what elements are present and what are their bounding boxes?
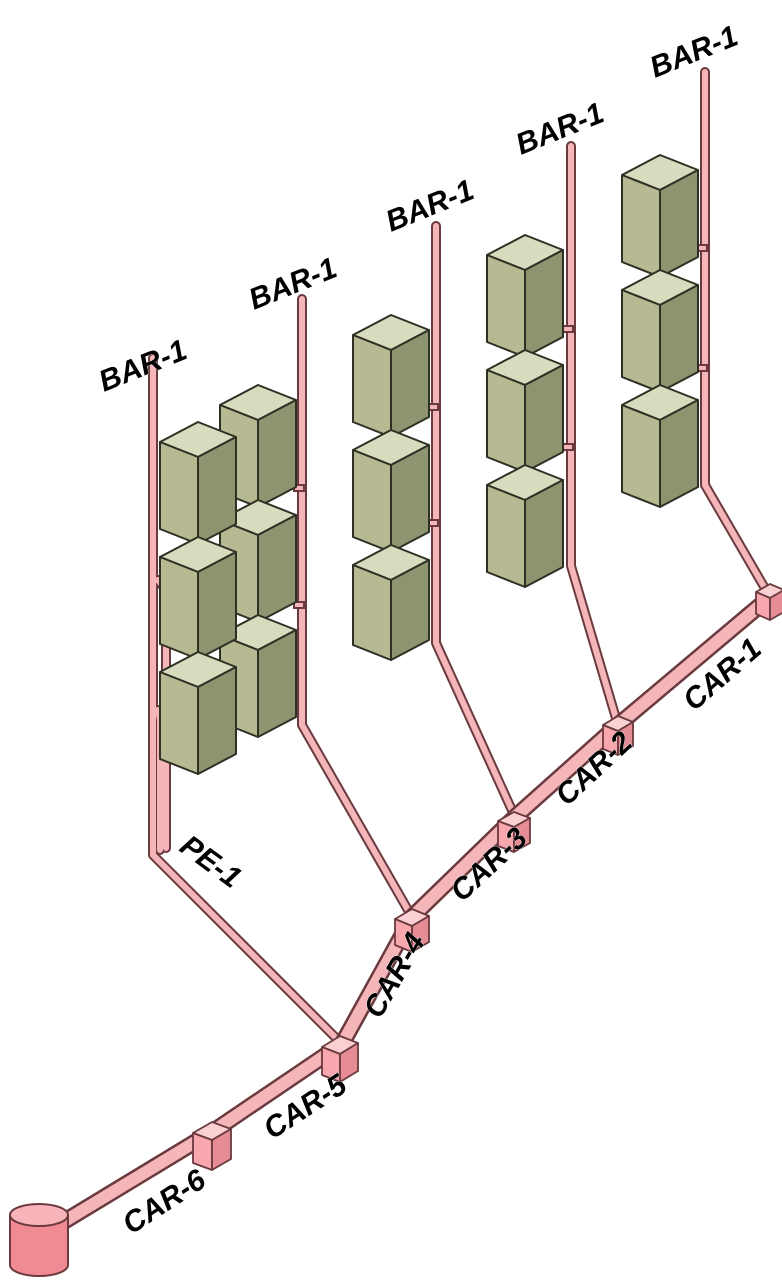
equipment-box <box>621 384 699 508</box>
branch-pipe-2 <box>299 296 415 920</box>
label-car-5: CAR-5 <box>258 1068 354 1146</box>
connector-car-4-node <box>394 908 430 953</box>
connector-car-6-node <box>192 1121 232 1171</box>
equipment-box <box>219 614 297 738</box>
equipment-box <box>621 154 699 278</box>
stub <box>293 601 305 609</box>
label-bar-4: BAR-1 <box>511 97 608 162</box>
equipment-box <box>159 421 237 545</box>
tank-icon <box>9 1203 69 1277</box>
equipment-box <box>486 464 564 588</box>
branch-pipe-5-outline <box>700 67 775 602</box>
pipe-connectors <box>192 583 782 1171</box>
label-bar-5: BAR-1 <box>645 20 742 85</box>
equipment-box <box>159 651 237 775</box>
branch-pipe-5 <box>702 69 773 600</box>
connector-car-2-node <box>602 715 634 756</box>
connector-car-3-node <box>497 811 531 853</box>
label-car-4: CAR-4 <box>357 927 432 1023</box>
equipment-box <box>486 349 564 473</box>
label-bar-3: BAR-1 <box>381 174 478 239</box>
stub <box>562 325 574 333</box>
stub <box>562 443 574 451</box>
branch-pipe-4 <box>568 143 621 728</box>
equipment-box <box>352 429 430 553</box>
branch-pipe-1 <box>150 355 345 1047</box>
label-bar-1: BAR-1 <box>94 334 191 399</box>
equipment-boxes <box>159 154 699 775</box>
branch-pipe-3 <box>433 223 518 820</box>
equipment-box <box>621 269 699 393</box>
label-bar-2: BAR-1 <box>244 252 341 317</box>
connector-car-1-node <box>755 583 782 621</box>
equipment-box <box>159 536 237 660</box>
connector-car-5-node <box>321 1035 359 1083</box>
equipment-box <box>486 234 564 358</box>
equipment-box <box>352 314 430 438</box>
equipment-box <box>352 544 430 661</box>
